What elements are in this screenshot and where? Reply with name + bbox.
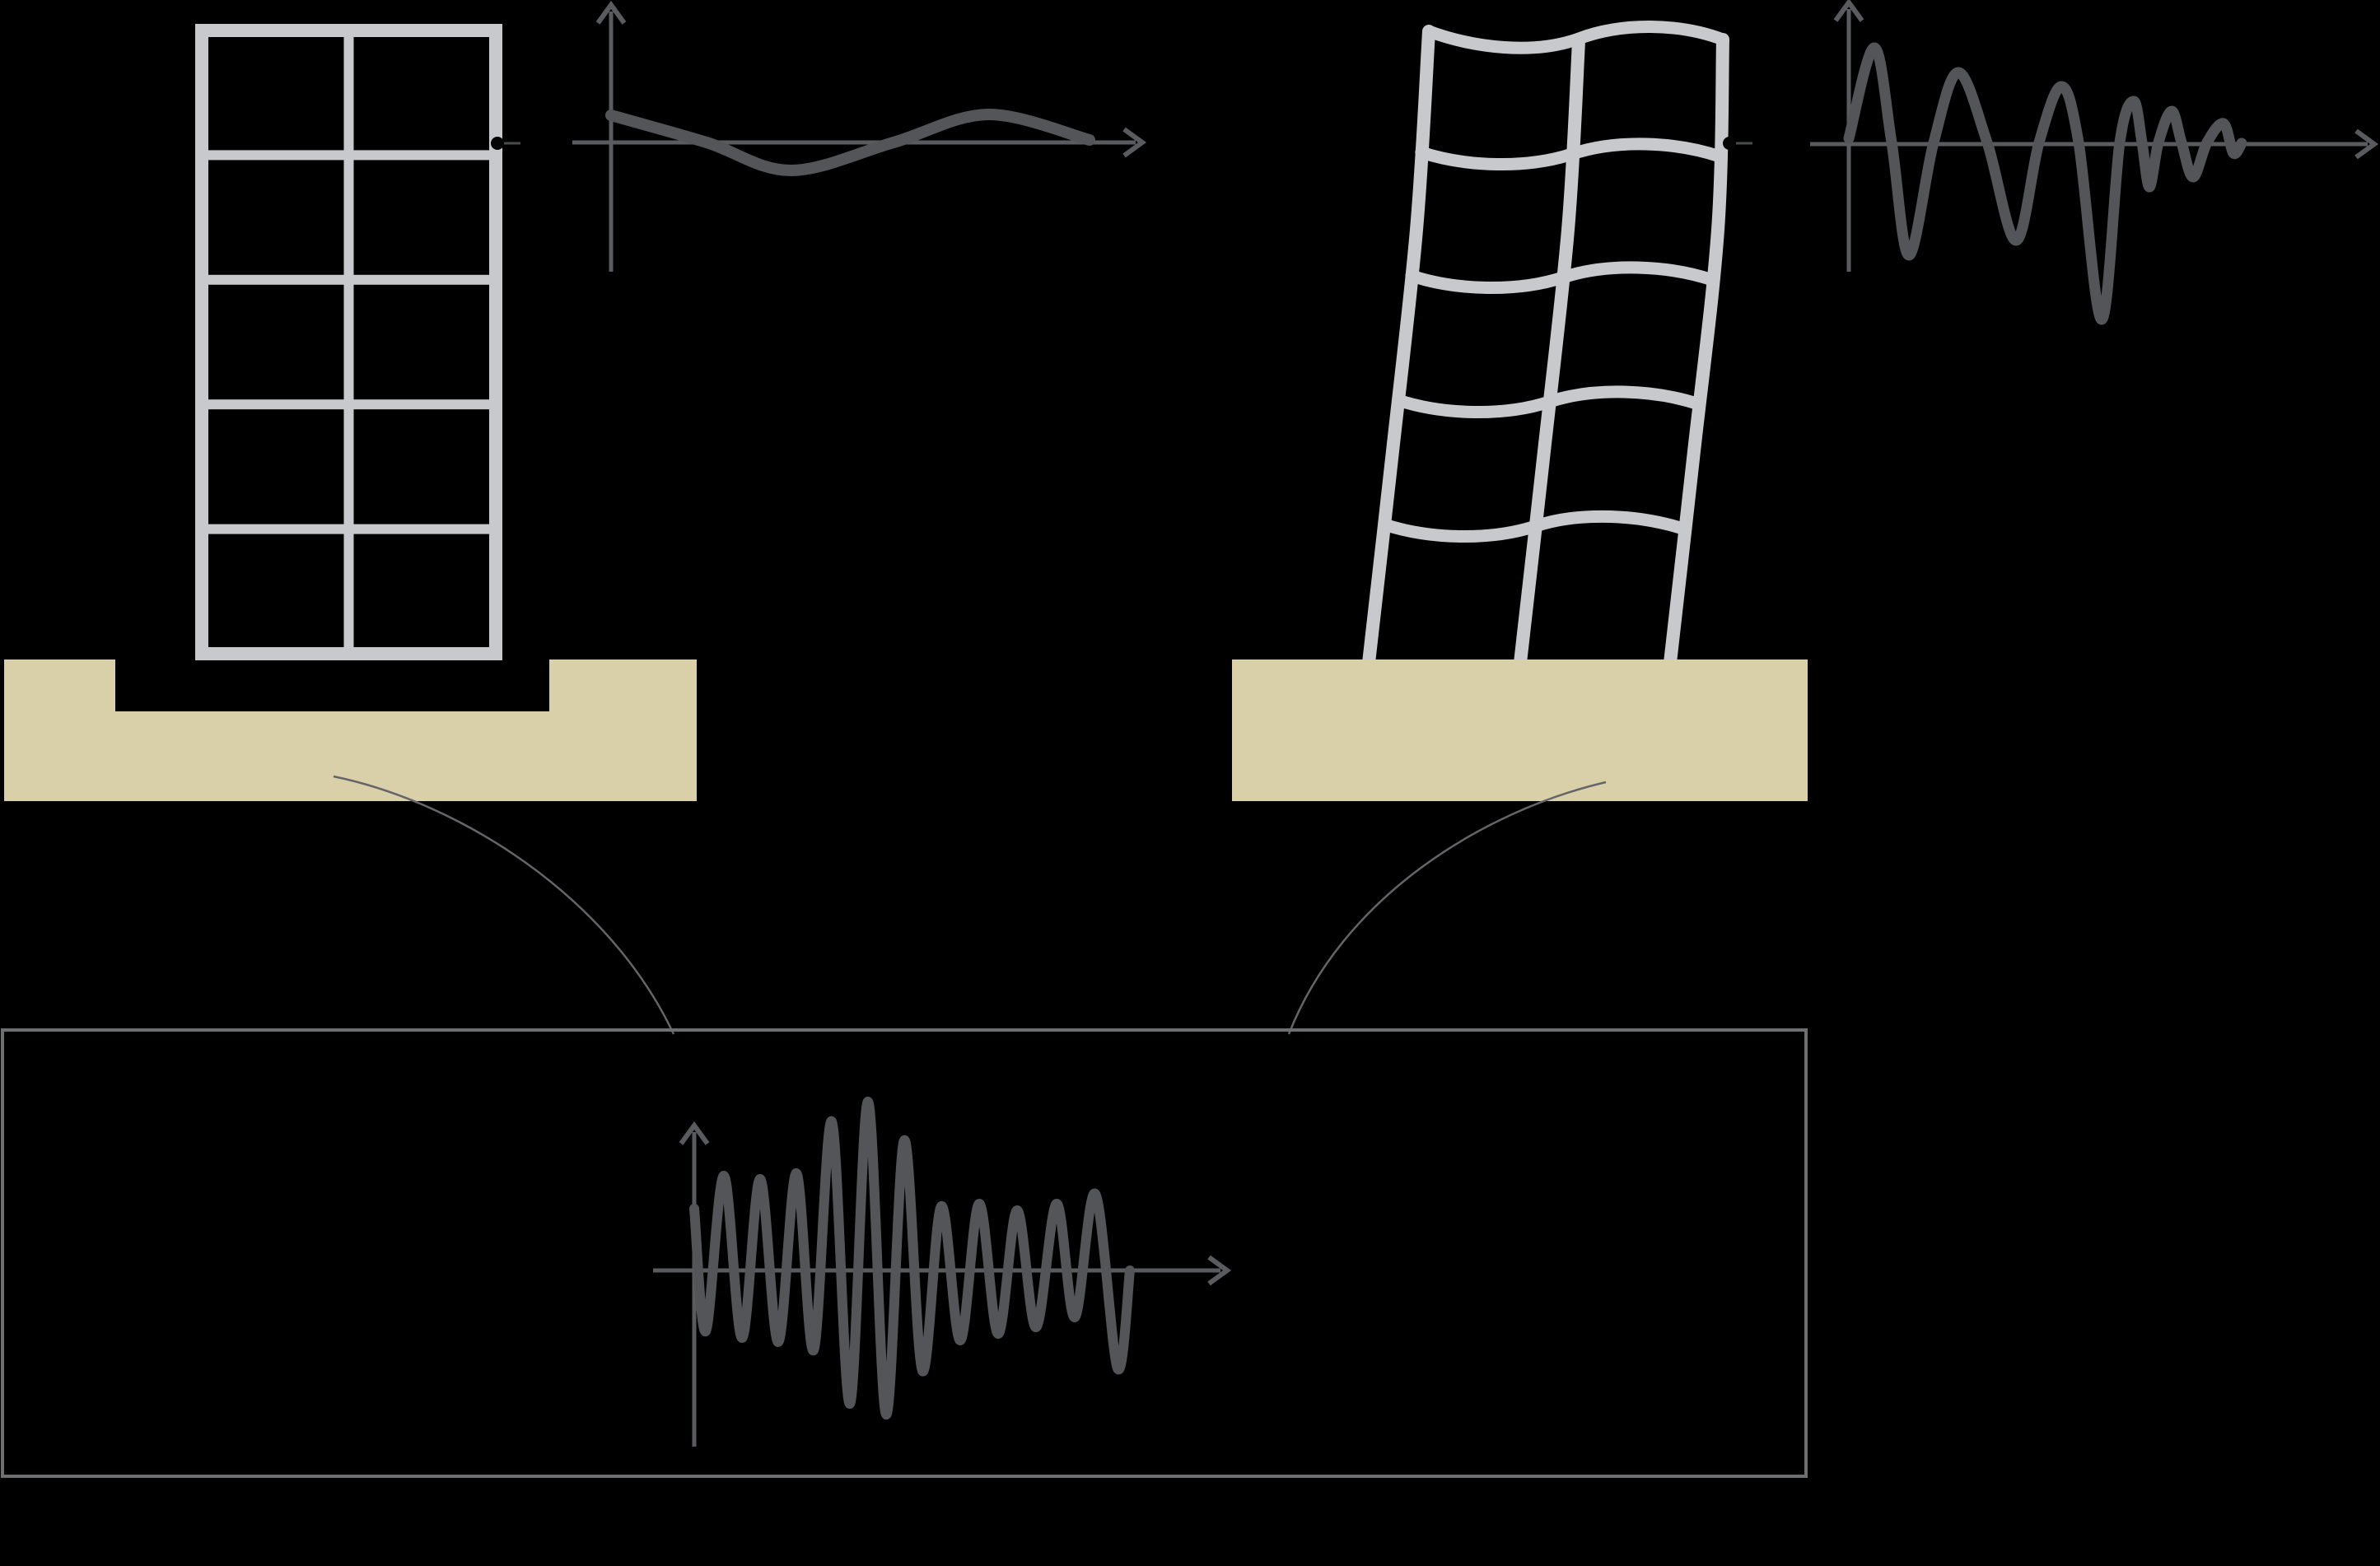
waveform <box>1843 42 2247 325</box>
center-column <box>343 24 354 660</box>
column <box>1362 25 1435 669</box>
right-column <box>489 24 502 660</box>
floor-beam <box>208 399 489 410</box>
isolated-building-frame <box>195 24 502 660</box>
arrowhead-icon <box>679 1121 710 1145</box>
leader-lines <box>333 775 1607 1035</box>
column <box>1514 35 1585 669</box>
floor-beam <box>1415 137 1726 170</box>
waveform <box>605 108 1095 176</box>
floor-beam <box>208 150 489 161</box>
fixed-response-graph <box>1810 0 2379 325</box>
arrowhead-icon <box>1122 127 1147 158</box>
isolated-foundation <box>4 659 697 801</box>
roof-node-dot <box>1723 137 1736 150</box>
arrowhead-icon <box>1833 0 1864 22</box>
column <box>1664 33 1729 669</box>
arrowhead-icon <box>1207 1255 1232 1286</box>
floor-beam <box>1422 21 1729 54</box>
arrowhead-icon <box>2354 128 2379 160</box>
ground-motion-graph <box>653 1096 1232 1447</box>
floor-beam <box>1392 385 1706 418</box>
left-column <box>195 24 208 660</box>
ground-motion-box <box>1 1028 1808 1478</box>
roof-node-markers <box>491 137 1752 150</box>
isolated-foundation-block <box>4 659 697 801</box>
floor-beam <box>208 524 489 534</box>
left-leader-curve <box>333 775 675 1035</box>
ground-motion-box-border <box>1 1028 1808 1478</box>
right-leader-curve <box>1287 781 1607 1035</box>
floor-beam <box>208 274 489 285</box>
fixed-foundation-block <box>1232 659 1808 801</box>
arrowhead-icon <box>595 0 627 25</box>
fixed-building-frame <box>1362 21 1729 669</box>
roof-node-dot <box>491 137 504 150</box>
isolated-response-graph <box>572 0 1147 272</box>
waveform <box>689 1096 1135 1420</box>
floor-beam <box>1378 510 1692 543</box>
fixed-foundation <box>1232 659 1808 801</box>
floor-beam <box>1405 261 1719 294</box>
